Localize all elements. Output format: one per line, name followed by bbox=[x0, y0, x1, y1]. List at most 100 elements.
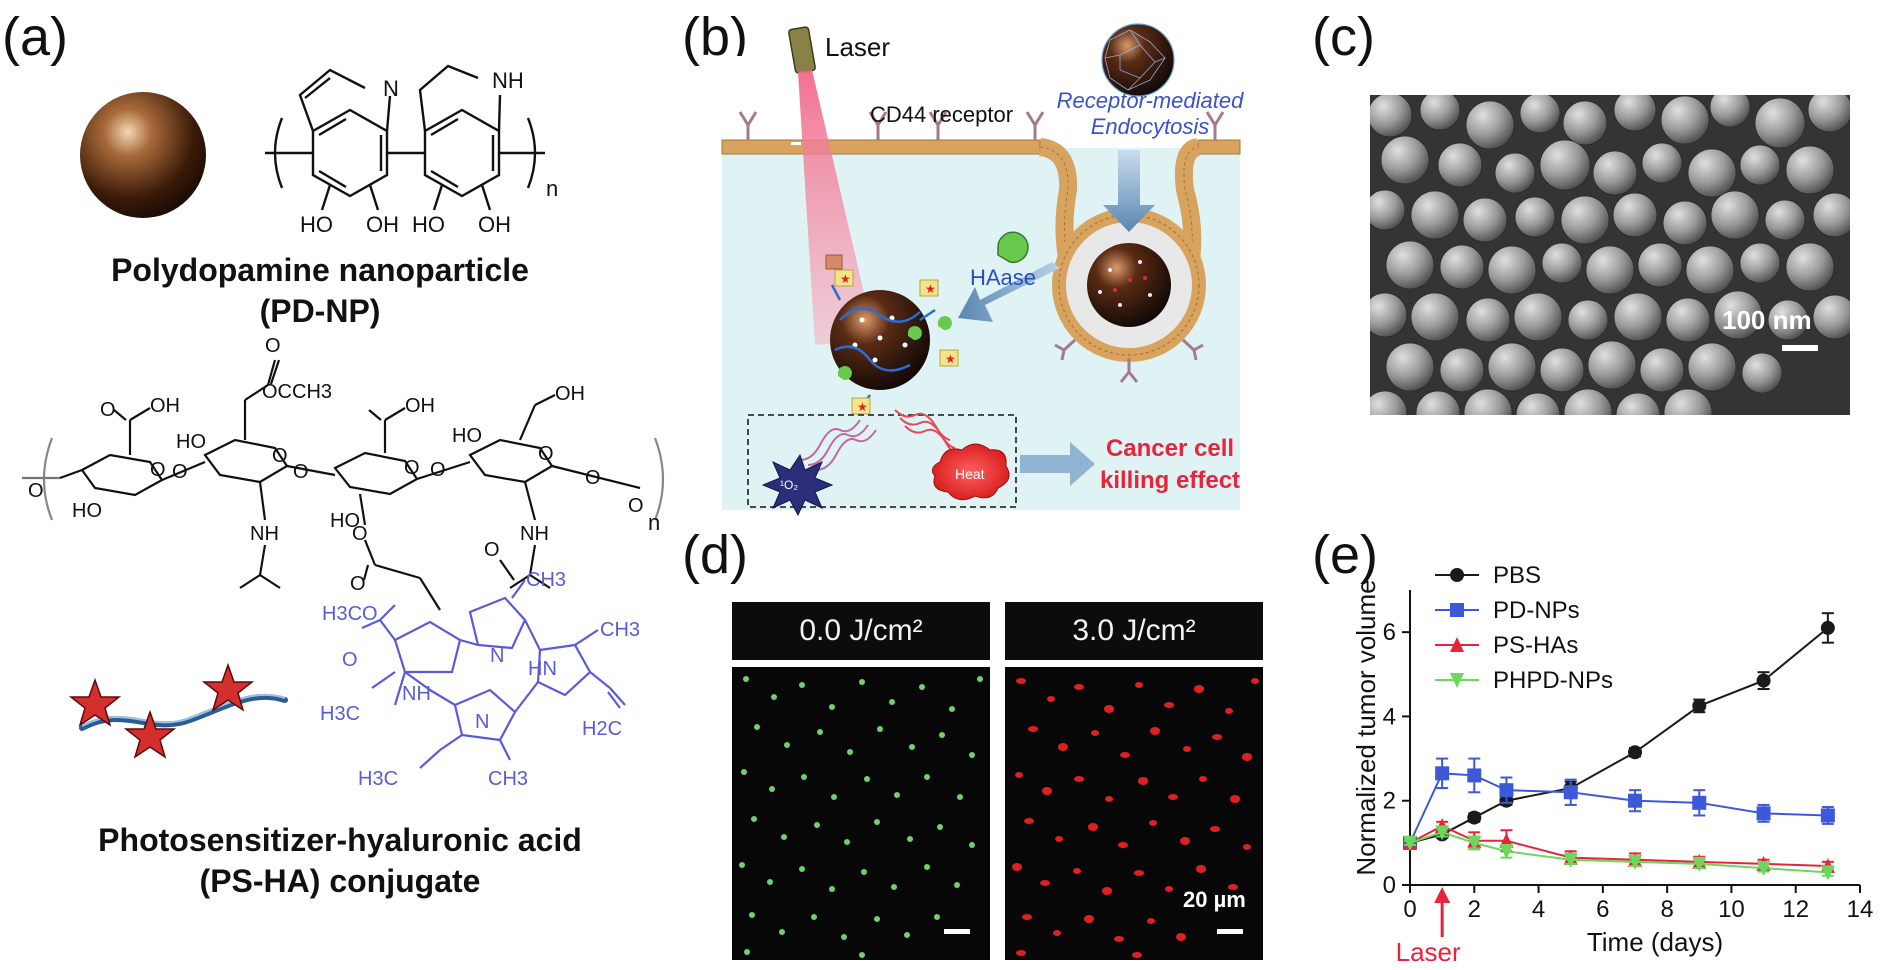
heat-icon bbox=[931, 443, 1010, 501]
haase-enzyme-icon bbox=[997, 231, 1029, 264]
porph-h3c-b: H3C bbox=[358, 768, 398, 790]
cd44-receptor-icons bbox=[738, 111, 1225, 383]
ha-n-subscript: n bbox=[648, 510, 660, 535]
porph-n-d: N bbox=[475, 711, 489, 733]
micro-left-scale-bar bbox=[944, 929, 970, 934]
ha-o-right: O bbox=[628, 495, 644, 517]
porph-h3c-a: H3C bbox=[320, 703, 360, 725]
pd-n-subscript: n bbox=[546, 176, 558, 201]
ha-nh-1: NH bbox=[250, 523, 279, 545]
pd-nh-label: NH bbox=[492, 68, 524, 93]
sem-scale-bar bbox=[1782, 345, 1818, 351]
micro-right-title: 3.0 J/cm² bbox=[1005, 602, 1263, 660]
ha-oh-1: OH bbox=[150, 395, 180, 417]
cd44-label: CD44 receptor bbox=[870, 102, 1014, 127]
porphyrin-structure bbox=[361, 579, 626, 769]
ha-ho-1: HO bbox=[72, 500, 102, 522]
ha-ho-3: HO bbox=[330, 510, 360, 532]
ha-o-1: O bbox=[100, 399, 116, 421]
ha-o-4: O bbox=[293, 461, 309, 483]
ha-o-bridge: O bbox=[352, 523, 368, 545]
killing-arrow bbox=[1020, 442, 1095, 486]
green-cells bbox=[739, 676, 983, 958]
rme-label-line1: Receptor-mediated bbox=[1056, 88, 1244, 113]
vesicle-nanoparticle bbox=[1087, 243, 1171, 327]
ha-o-left: O bbox=[28, 480, 44, 502]
ha-o-ester: O bbox=[350, 573, 366, 595]
release-arrow bbox=[958, 262, 1060, 322]
micro-right-scale-bar bbox=[1217, 929, 1243, 934]
ha-o-7: O bbox=[404, 457, 420, 479]
ha-o-2: O bbox=[172, 461, 188, 483]
killing-effect-label: Cancer cell killing effect bbox=[1100, 433, 1240, 497]
cell-membrane bbox=[721, 139, 1041, 155]
pdnp-caption-line1: Polydopamine nanoparticle bbox=[111, 252, 529, 288]
ha-ho-4: HO bbox=[452, 425, 482, 447]
ha-o-3: O bbox=[150, 459, 166, 481]
svg-text:★: ★ bbox=[925, 282, 936, 296]
sem-image: 100 nm bbox=[1370, 95, 1850, 415]
effect-dashed-box bbox=[747, 414, 1017, 508]
laser-beam bbox=[798, 70, 875, 345]
porph-ch3-a: CH3 bbox=[526, 569, 566, 591]
ha-chain-icon bbox=[79, 693, 288, 731]
ha-o-6: O bbox=[430, 459, 446, 481]
ha-o-acetyl: O bbox=[265, 335, 281, 357]
porph-h2c: H2C bbox=[582, 718, 622, 740]
rme-label: Receptor-mediated Endocytosis bbox=[1040, 88, 1260, 140]
ha-o-8: O bbox=[585, 467, 601, 489]
haase-label: HAase bbox=[970, 265, 1037, 290]
pdnp-caption-line2: (PD-NP) bbox=[259, 293, 381, 329]
heat-label: Heat bbox=[955, 466, 985, 482]
red-cells bbox=[1012, 678, 1259, 958]
ps-tag-icons: ★ ★ ★ ★ bbox=[825, 254, 959, 415]
ha-oh-2: OH bbox=[405, 395, 435, 417]
pdnp-caption: Polydopamine nanoparticle (PD-NP) bbox=[90, 252, 550, 330]
porph-hn-c: HN bbox=[528, 658, 557, 680]
sem-scale-label: 100 nm bbox=[1722, 305, 1812, 335]
ha-o-5: O bbox=[272, 445, 288, 467]
ha-o-amide: O bbox=[484, 539, 500, 561]
hyaluronic-acid-structure bbox=[22, 359, 665, 611]
pd-ho-2: HO bbox=[412, 212, 445, 237]
killing-line2: killing effect bbox=[1100, 467, 1241, 494]
ha-ococh3: OCCH3 bbox=[262, 381, 332, 403]
ha-ho-2: HO bbox=[176, 431, 206, 453]
receptor-coated-nanoparticle bbox=[1101, 23, 1175, 97]
micro-left-title: 0.0 J/cm² bbox=[732, 602, 990, 660]
pd-oh-2: OH bbox=[478, 212, 511, 237]
svg-text:★: ★ bbox=[840, 272, 851, 286]
panel-label-c: (c) bbox=[1312, 7, 1375, 67]
psha-caption-line2: (PS-HA) conjugate bbox=[199, 863, 481, 899]
pd-n-label: N bbox=[383, 76, 399, 101]
singlet-o2-label: ¹O₂ bbox=[780, 478, 798, 492]
photosensitizer-star-icons bbox=[68, 662, 255, 759]
polydopamine-sphere bbox=[80, 92, 206, 218]
pd-oh-1: OH bbox=[366, 212, 399, 237]
laser-label: Laser bbox=[825, 32, 891, 62]
porph-o-keto: O bbox=[342, 649, 358, 671]
porph-h3co: H3CO bbox=[322, 603, 378, 625]
porph-n-a: N bbox=[490, 645, 504, 667]
pd-ho-1: HO bbox=[300, 212, 333, 237]
micro-scale-label: 20 µm bbox=[1183, 887, 1246, 912]
ha-o-9: O bbox=[538, 443, 554, 465]
panel-label-d: (d) bbox=[682, 525, 748, 585]
singlet-oxygen-icon bbox=[761, 453, 834, 517]
porph-ch3-b: CH3 bbox=[600, 619, 640, 641]
panel-label-a: (a) bbox=[2, 7, 68, 67]
ha-nh-2: NH bbox=[520, 523, 549, 545]
panel-label-b: (b) bbox=[682, 7, 748, 67]
sem-particles bbox=[1370, 95, 1850, 415]
svg-text:★: ★ bbox=[945, 352, 956, 366]
endocytosis-arrow bbox=[1103, 150, 1155, 232]
porph-nh-b: NH bbox=[402, 683, 431, 705]
svg-text:★: ★ bbox=[857, 400, 868, 414]
micrograph-left bbox=[732, 667, 990, 960]
micrograph-right: 20 µm bbox=[1005, 667, 1263, 960]
killing-line1: Cancer cell bbox=[1105, 435, 1235, 462]
ha-oh-3: OH bbox=[555, 383, 585, 405]
psha-caption: Photosensitizer-hyaluronic acid (PS-HA) … bbox=[60, 822, 620, 900]
polydopamine-structure bbox=[265, 64, 545, 211]
